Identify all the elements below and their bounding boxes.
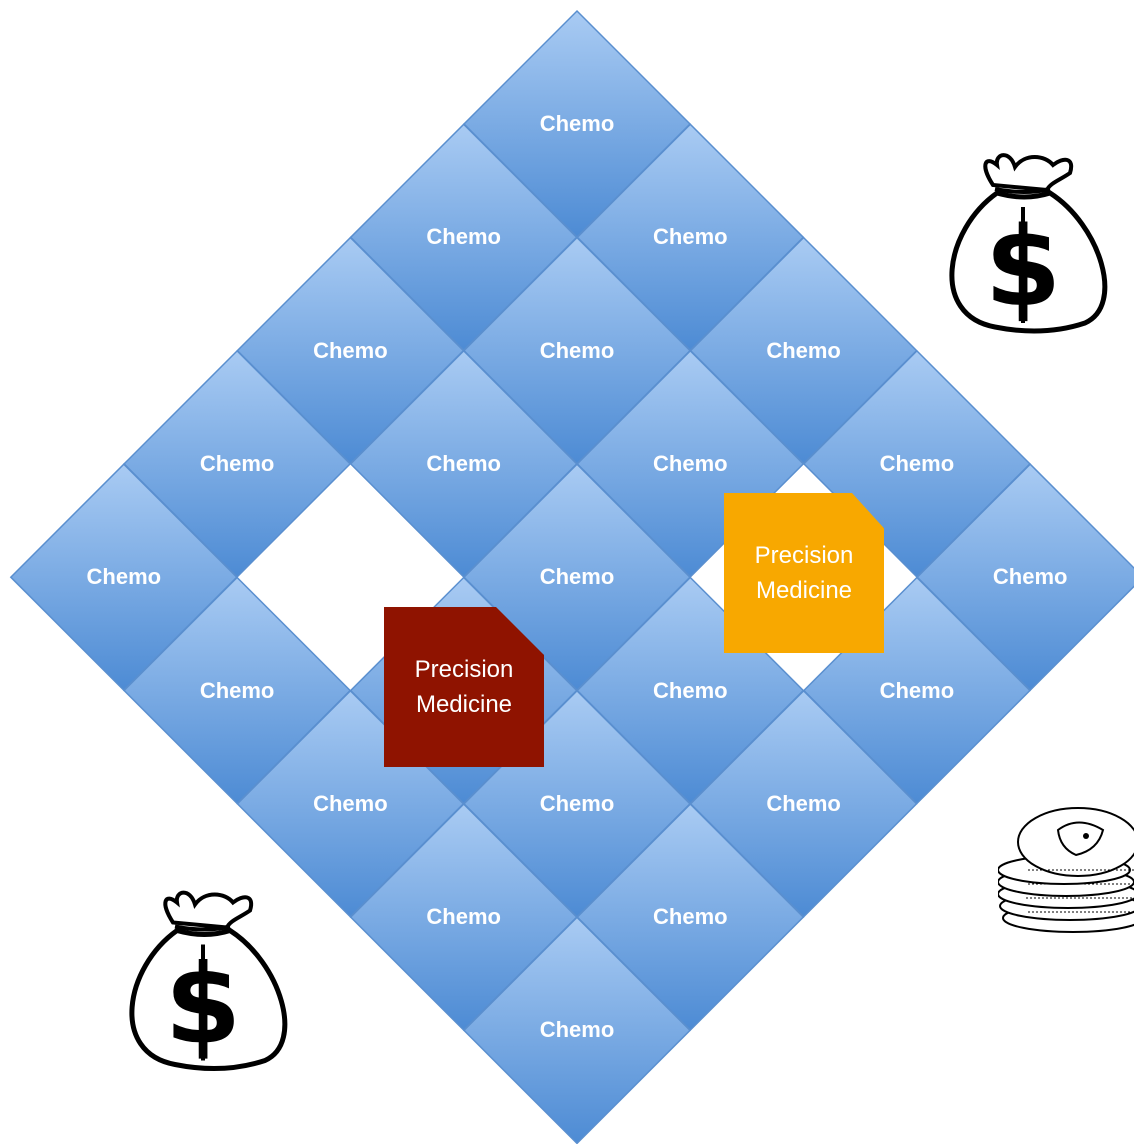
money-bag-icon: $ — [129, 890, 288, 1072]
precision-medicine-label: Precision Medicine — [754, 542, 854, 604]
chemo-tile — [462, 916, 692, 1144]
money-bag-icon: $ — [949, 153, 1108, 334]
coin-stack-icon — [998, 807, 1134, 933]
precision-medicine-label: Precision Medicine — [414, 656, 514, 718]
precision-medicine-card-orange: Precision Medicine — [724, 493, 884, 653]
precision-medicine-card-red: Precision Medicine — [384, 607, 544, 767]
